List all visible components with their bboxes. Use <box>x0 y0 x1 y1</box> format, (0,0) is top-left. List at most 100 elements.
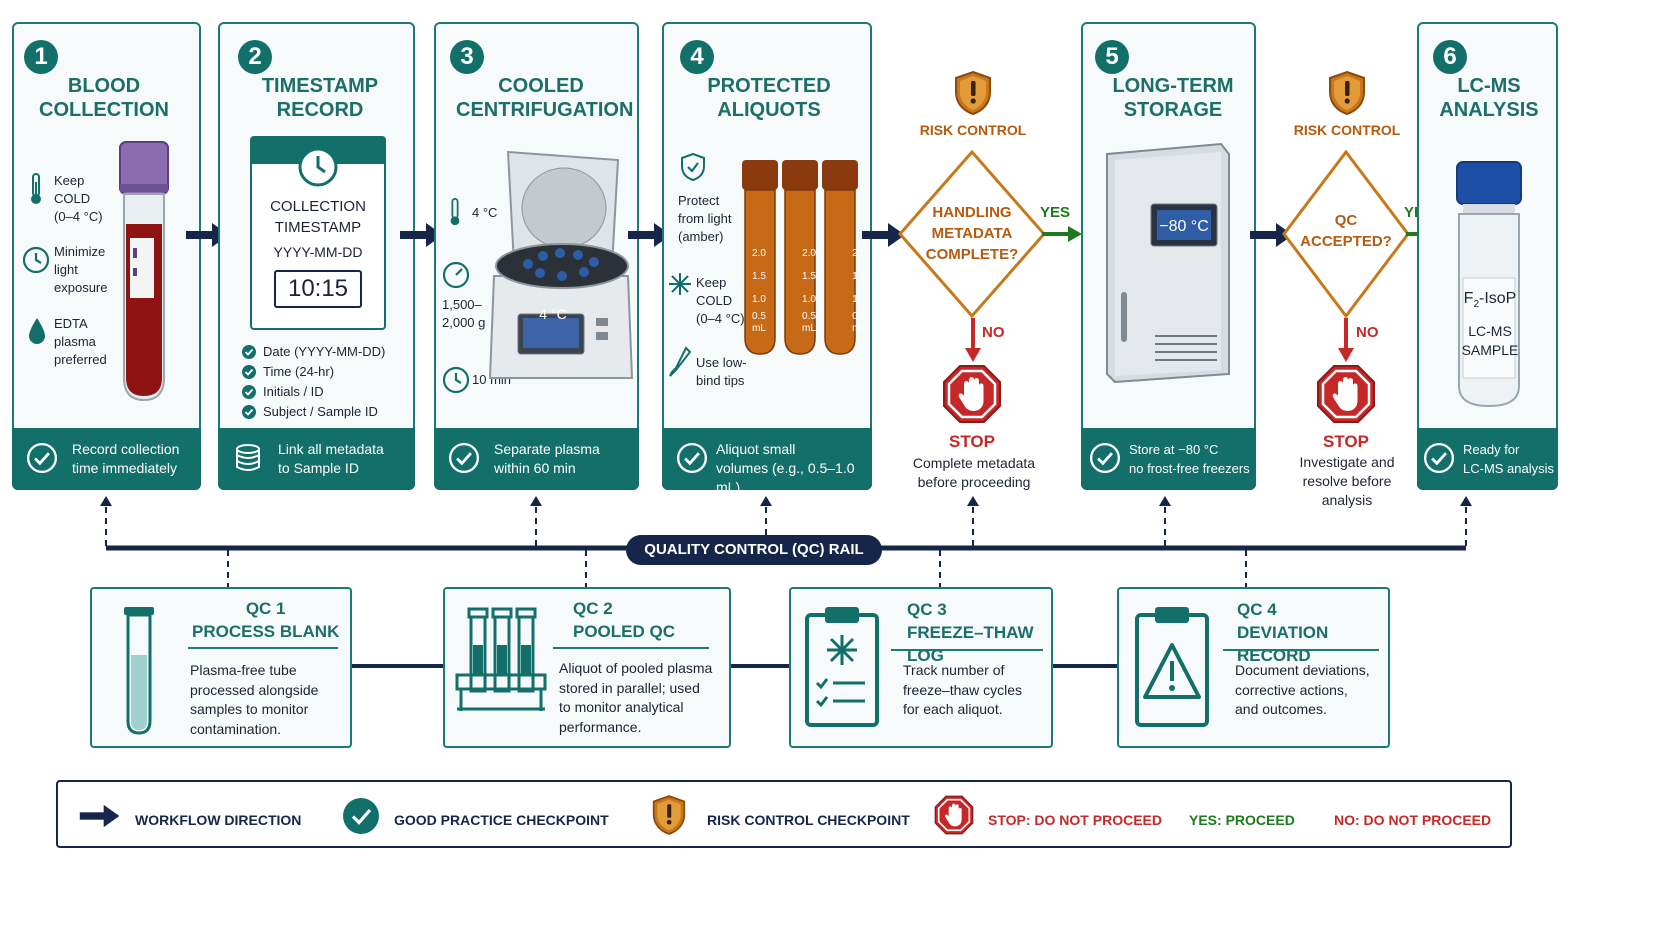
risk-shield-icon <box>651 794 687 836</box>
legend <box>56 780 1512 848</box>
snowflake-icon <box>669 273 691 295</box>
keep-cold-note: Keep COLD (0–4 °C) <box>696 275 745 326</box>
stop-sign-icon <box>1316 364 1376 424</box>
time-display: 10:15 <box>274 270 362 308</box>
tube-mark: 0.5 mL <box>752 311 766 334</box>
step-3-footer: Separate plasma within 60 min <box>434 428 639 490</box>
checkmark-icon <box>26 442 58 474</box>
stop-text: Investigate and resolve before analysis <box>1299 454 1395 508</box>
risk-control-label: RISK CONTROL <box>1293 122 1401 138</box>
vial-label-sub: 2 <box>1473 299 1479 311</box>
qc-text: Plasma-free tube processed alongside sam… <box>190 662 319 737</box>
step-title: TIMESTAMP RECORD <box>261 75 379 121</box>
check-list: Date (YYYY-MM-DD) Time (24-hr) Initials … <box>242 342 385 422</box>
step-6-footer: Ready for LC-MS analysis <box>1417 428 1558 490</box>
tube-mark: 1.5 <box>852 271 866 282</box>
stop-sign-icon <box>942 364 1002 424</box>
decision-question: HANDLING METADATA COMPLETE? <box>925 204 1019 263</box>
keep-cold-note: Keep COLD (0–4 °C) <box>54 173 103 224</box>
step-number: 3 <box>450 40 484 74</box>
test-tube-icon <box>124 607 154 735</box>
tube-mark: 1.0 <box>802 294 816 305</box>
legend-yes: YES: PROCEED <box>1189 812 1295 828</box>
qc-title: QC 2 POOLED QC <box>573 599 676 641</box>
step-4-card: 4 PROTECTED ALIQUOTS Protect from light … <box>662 22 872 495</box>
decision-diamond <box>898 150 1046 318</box>
step-4-footer: Aliquot small volumes (e.g., 0.5–1.0 mL) <box>662 428 872 495</box>
timestamp-card-title: COLLECTION TIMESTAMP <box>270 198 366 236</box>
step-title: LONG-TERM STORAGE <box>1112 75 1234 121</box>
thermometer-icon <box>31 173 41 204</box>
qc-1-card: QC 1 PROCESS BLANK Plasma-free tube proc… <box>90 587 352 748</box>
step-2-footer: Link all metadata to Sample ID <box>218 428 415 490</box>
checkmark-icon <box>1423 442 1455 474</box>
edta-note: EDTA plasma preferred <box>54 316 107 367</box>
tube-marks: 2.0 2.0 2.0 1.5 1.5 1.5 1.0 1.0 1.0 0.5 … <box>752 242 866 335</box>
freezer-icon <box>1106 142 1230 384</box>
legend-risk: RISK CONTROL CHECKPOINT <box>707 812 910 828</box>
step-number: 1 <box>24 40 58 74</box>
clipboard-warning-icon <box>1135 607 1209 727</box>
clipboard-snowflake-icon <box>805 607 879 727</box>
check-item: Date (YYYY-MM-DD) <box>263 344 386 359</box>
qc-text: Aliquot of pooled plasma stored in paral… <box>559 660 713 735</box>
sample-vial-icon <box>1456 161 1522 408</box>
no-label: NO <box>982 324 1005 341</box>
qc-title: QC 3 FREEZE–THAW LOG <box>907 600 1034 665</box>
tube-mark: 1.5 <box>802 271 816 282</box>
footer-text: Separate plasma within 60 min <box>494 441 600 476</box>
check-icon <box>242 385 256 399</box>
check-item: Initials / ID <box>263 384 324 399</box>
gauge-icon <box>442 261 470 289</box>
decision-question: QC ACCEPTED? <box>1300 212 1392 250</box>
tube-mark: 0.5 mL <box>802 311 816 334</box>
centrifuge-icon <box>488 150 634 379</box>
vial-label-2: LC-MS SAMPLE <box>1461 323 1519 358</box>
low-bind-note: Use low- bind tips <box>696 355 747 388</box>
date-format: YYYY-MM-DD <box>273 244 363 260</box>
footer-text: Aliquot small volumes (e.g., 0.5–1.0 mL) <box>716 441 855 495</box>
step-2-card: 2 TIMESTAMP RECORD COLLECTION TIMESTAMP … <box>218 22 415 490</box>
step-1-card: 1 BLOOD COLLECTION Keep COLD (0–4 °C) Mi… <box>12 22 201 490</box>
step-5-card: 5 LONG-TERM STORAGE −80 °C Store at −80 … <box>1081 22 1256 490</box>
timestamp-card: COLLECTION TIMESTAMP YYYY-MM-DD 10:15 <box>250 136 386 330</box>
clock-icon <box>22 246 50 274</box>
decision-diamond <box>1282 150 1410 318</box>
tube-mark: 1.0 <box>852 294 866 305</box>
footer-text: Link all metadata to Sample ID <box>278 441 384 476</box>
legend-no: NO: DO NOT PROCEED <box>1334 812 1492 828</box>
step-number: 6 <box>1433 40 1467 74</box>
minimize-light-note: Minimize light exposure <box>54 244 108 295</box>
checkmark-icon <box>343 798 379 834</box>
qc-title: QC 1 PROCESS BLANK <box>192 599 340 641</box>
tube-mark: 2.0 <box>852 248 866 259</box>
qc-2-card: QC 2 POOLED QC Aliquot of pooled plasma … <box>443 587 731 748</box>
tube-mark: 2.0 <box>752 248 766 259</box>
stop-title: STOP <box>949 432 995 451</box>
pipette-icon <box>669 346 692 377</box>
risk-shield-icon <box>953 70 993 116</box>
clock-icon <box>442 366 470 394</box>
qc-3-card: QC 3 FREEZE–THAW LOG Track number of fre… <box>789 587 1053 748</box>
no-arrow-2 <box>1338 318 1354 362</box>
stop-text: Complete metadata before proceeding <box>912 455 1036 490</box>
step-number: 5 <box>1095 40 1129 74</box>
vial-label-main: F <box>1463 290 1474 307</box>
thermometer-icon <box>450 198 460 226</box>
checkmark-icon <box>676 442 708 474</box>
check-item: Time (24-hr) <box>263 364 335 379</box>
step-6-card: 6 LC-MS ANALYSIS F2-IsoP LC-MS SAMPLE Re… <box>1417 22 1558 490</box>
vial-label: F2-IsoP <box>1461 290 1519 310</box>
qc-text: Document deviations, corrective actions,… <box>1235 662 1370 717</box>
no-label: NO <box>1356 324 1379 341</box>
check-icon <box>242 365 256 379</box>
clock-icon <box>298 147 338 187</box>
qc-rail-label: QUALITY CONTROL (QC) RAIL <box>626 535 882 565</box>
tube-mark: 0.5 mL <box>852 311 866 334</box>
step-5-footer: Store at −80 °C no frost-free freezers <box>1081 428 1256 490</box>
step-title: COOLED CENTRIFUGATION <box>456 75 634 121</box>
step-number: 4 <box>680 40 714 74</box>
blood-tube-icon <box>119 141 169 402</box>
check-icon <box>242 405 256 419</box>
step-1-footer: Record collection time immediately <box>12 428 201 490</box>
